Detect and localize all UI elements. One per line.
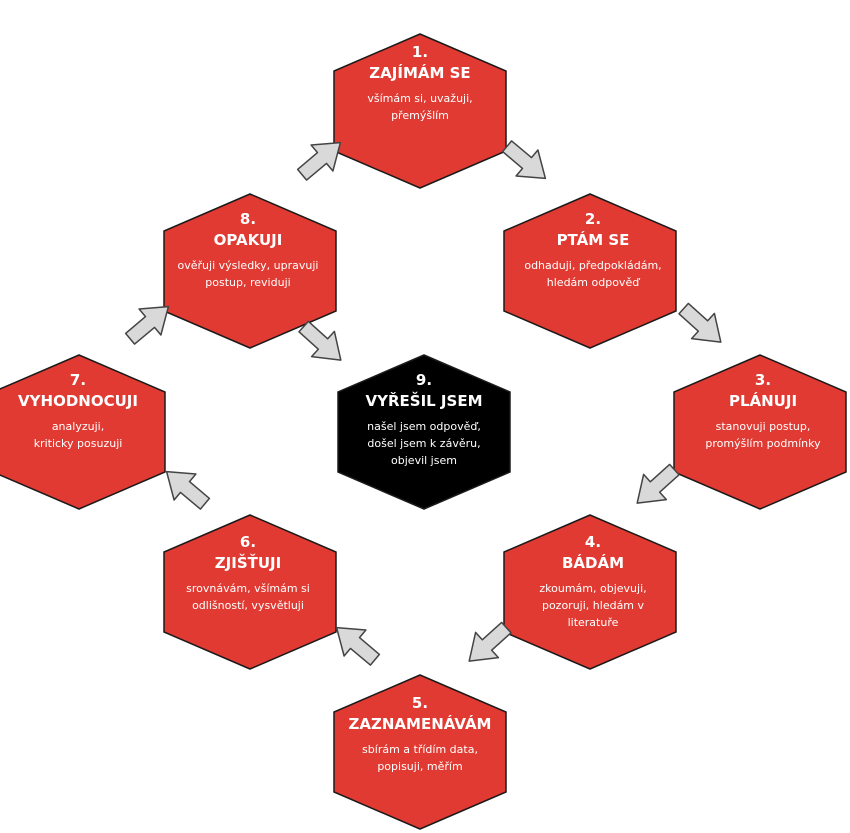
step-9-title: VYŘEŠIL JSEM: [365, 392, 483, 410]
arrow-1-to-2: [501, 140, 547, 180]
step-3-hexagon: [673, 354, 847, 510]
step-3-description: stanovuji postup, promýšlím podmínky: [705, 420, 821, 450]
step-7-description: analyzuji, kriticky posuzuji: [33, 420, 123, 450]
step-7-hexagon: [0, 354, 166, 510]
step-8-hexagon: [163, 193, 337, 349]
step-6-hexagon: [163, 514, 337, 670]
step-3-text: 3. PLÁNUJI stanovuji postup, promýšlím p…: [678, 370, 848, 452]
step-1-hexagon: [333, 33, 507, 189]
step-4-number: 4.: [584, 533, 602, 551]
arrow-2-to-3: [678, 302, 722, 343]
step-1-title: ZAJÍMÁM SE: [369, 64, 471, 82]
arrow-5-to-6: [335, 626, 381, 666]
step-8-number: 8.: [239, 210, 257, 228]
arrow-3-to-4: [636, 463, 680, 504]
step-6-text: 6. ZJIŠŤUJI srovnávám, všímám si odlišno…: [163, 532, 333, 614]
arrow-8-to-1: [296, 141, 342, 181]
step-4-hexagon: [503, 514, 677, 670]
step-8-description: ověřuji výsledky, upravuji postup, revid…: [177, 259, 319, 289]
step-9-text: 9. VYŘEŠIL JSEM našel jsem odpověď, doše…: [339, 370, 509, 469]
step-7-title: VYHODNOCUJI: [18, 392, 138, 410]
step-3-number: 3.: [754, 371, 772, 389]
step-7-number: 7.: [69, 371, 87, 389]
step-1-number: 1.: [411, 43, 429, 61]
step-3-title: PLÁNUJI: [728, 392, 798, 410]
step-5-title: ZAZNAMENÁVÁM: [348, 715, 492, 733]
arrow-7-to-8: [124, 305, 170, 345]
step-9-number: 9.: [415, 371, 433, 389]
step-9-hexagon: [337, 354, 511, 510]
step-1-description: všímám si, uvažuji, přemýšlím: [367, 92, 473, 122]
step-7-text: 7. VYHODNOCUJI analyzuji, kriticky posuz…: [0, 370, 163, 452]
arrow-8-to-9: [298, 320, 342, 361]
step-2-hexagon: [503, 193, 677, 349]
step-5-text: 5. ZAZNAMENÁVÁM sbírám a třídím data, po…: [335, 693, 505, 775]
step-9-description: našel jsem odpověď, došel jsem k závěru,…: [367, 420, 481, 467]
step-4-description: zkoumám, objevuji, pozoruji, hledám v li…: [539, 582, 647, 629]
step-1-text: 1. ZAJÍMÁM SE všímám si, uvažuji, přemýš…: [335, 42, 505, 124]
arrow-6-to-7: [165, 470, 211, 510]
step-6-description: srovnávám, všímám si odlišností, vysvětl…: [186, 582, 310, 612]
step-6-title: ZJIŠŤUJI: [214, 554, 282, 572]
step-5-description: sbírám a třídím data, popisuji, měřím: [362, 743, 478, 773]
step-2-text: 2. PTÁM SE odhaduji, předpokládám, hledá…: [508, 209, 678, 291]
step-6-number: 6.: [239, 533, 257, 551]
step-8-title: OPAKUJI: [213, 231, 283, 249]
step-4-text: 4. BÁDÁM zkoumám, objevuji, pozoruji, hl…: [508, 532, 678, 631]
arrow-4-to-5: [468, 621, 512, 662]
step-5-number: 5.: [411, 694, 429, 712]
step-5-hexagon: [333, 674, 507, 830]
step-2-title: PTÁM SE: [556, 231, 630, 249]
step-8-text: 8. OPAKUJI ověřuji výsledky, upravuji po…: [163, 209, 333, 291]
step-2-description: odhaduji, předpokládám, hledám odpověď: [524, 259, 662, 289]
step-2-number: 2.: [584, 210, 602, 228]
step-4-title: BÁDÁM: [561, 554, 625, 572]
